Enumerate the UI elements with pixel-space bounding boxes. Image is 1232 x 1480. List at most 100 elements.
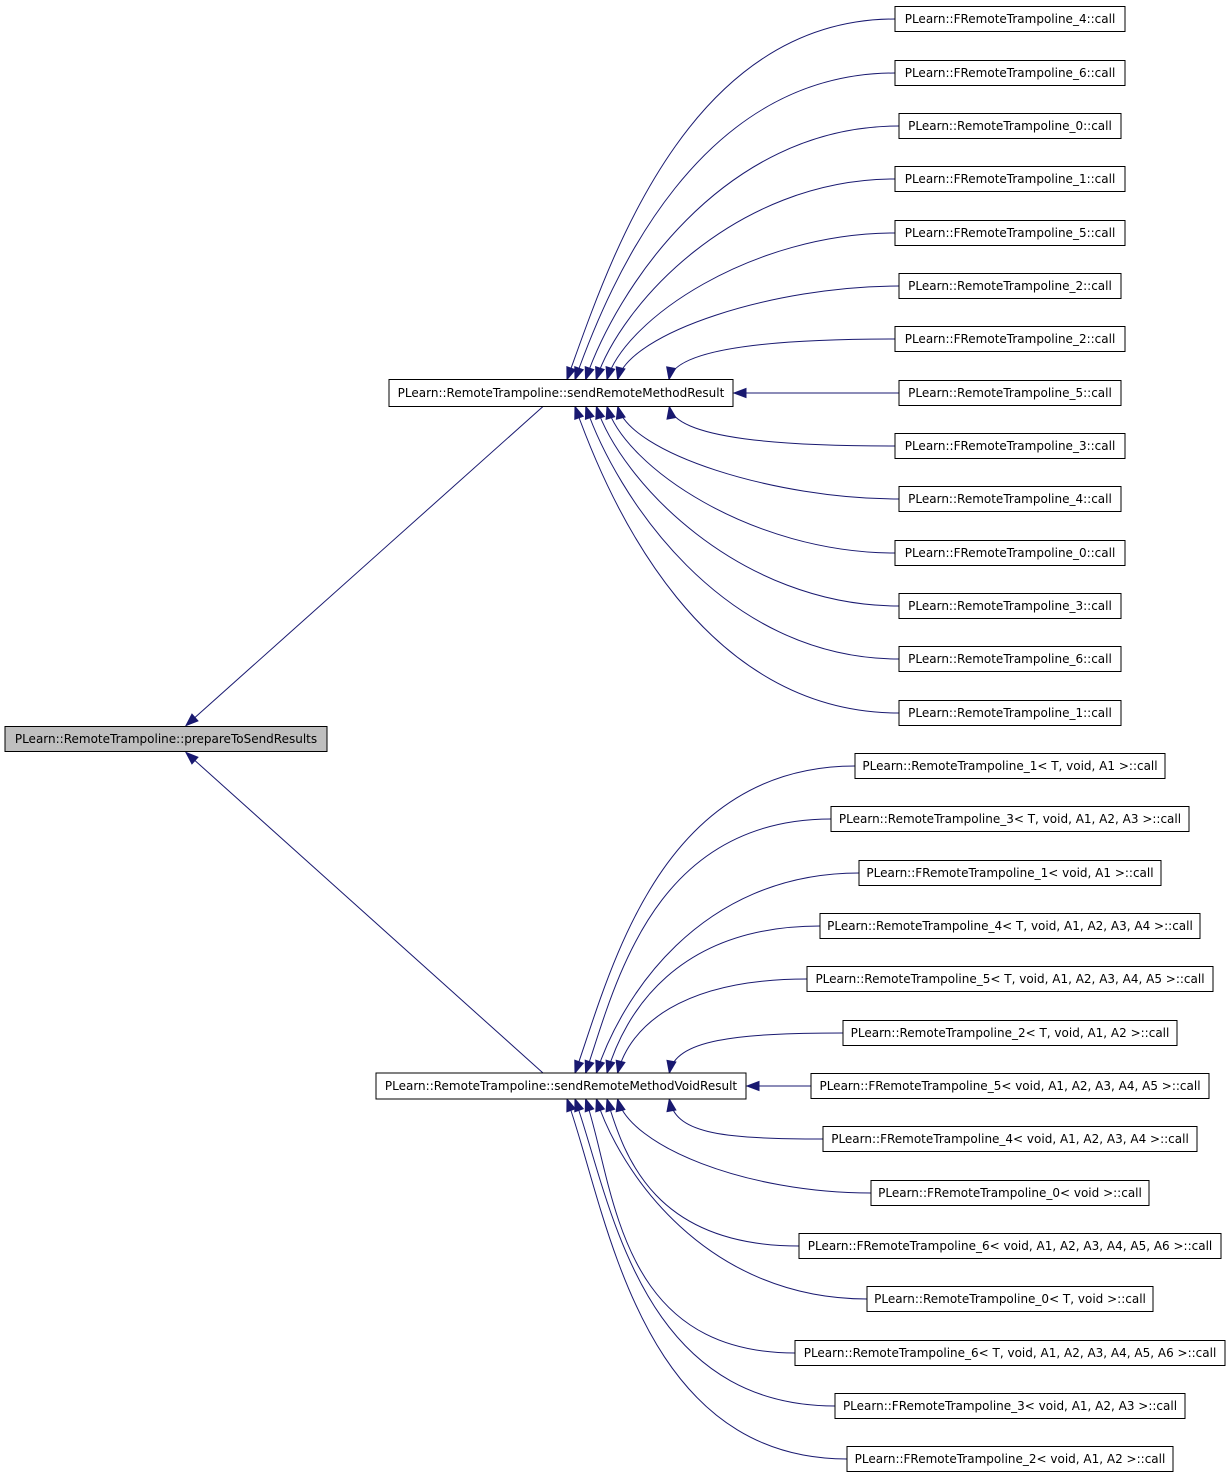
node-plearn-fremotetrampoline-0-void-call[interactable]: PLearn::FRemoteTrampoline_0< void >::cal… (870, 1180, 1150, 1206)
node-box[interactable] (894, 433, 1126, 459)
node-box[interactable] (4, 726, 328, 752)
arrowhead (615, 405, 626, 420)
node-plearn-remotetrampoline-5-t-void-a1-a2-a3-a4-a5-call[interactable]: PLearn::RemoteTrampoline_5< T, void, A1,… (806, 966, 1214, 992)
edge-a11-to-m1 (605, 405, 896, 554)
node-label: PLearn::RemoteTrampoline_3< T, void, A1,… (839, 812, 1181, 826)
node-plearn-remotetrampoline-sendremotemethodresult[interactable]: PLearn::RemoteTrampoline::sendRemoteMeth… (388, 379, 734, 407)
node-box[interactable] (798, 1233, 1222, 1259)
arrowhead (574, 1059, 585, 1075)
node-plearn-fremotetrampoline-2-call[interactable]: PLearn::FRemoteTrampoline_2::call (894, 326, 1126, 352)
node-label: PLearn::FRemoteTrampoline_1::call (905, 172, 1116, 186)
edge-line (595, 872, 860, 1074)
node-plearn-fremotetrampoline-3-call[interactable]: PLearn::FRemoteTrampoline_3::call (894, 433, 1126, 459)
node-plearn-remotetrampoline-0-call[interactable]: PLearn::RemoteTrampoline_0::call (898, 113, 1122, 139)
arrowhead (574, 1097, 585, 1113)
node-plearn-remotetrampoline-preparetosendresults[interactable]: PLearn::RemoteTrampoline::prepareToSendR… (4, 726, 328, 752)
node-plearn-remotetrampoline-3-t-void-a1-a2-a3-call[interactable]: PLearn::RemoteTrampoline_3< T, void, A1,… (830, 806, 1190, 832)
edge-line (566, 18, 896, 380)
node-box[interactable] (894, 6, 1126, 32)
arrowhead (666, 405, 677, 420)
node-box[interactable] (846, 1446, 1174, 1472)
node-box[interactable] (870, 1180, 1150, 1206)
node-label: PLearn::RemoteTrampoline_3::call (908, 599, 1112, 613)
node-plearn-fremotetrampoline-1-void-a1-call[interactable]: PLearn::FRemoteTrampoline_1< void, A1 >:… (858, 860, 1162, 886)
node-box[interactable] (898, 593, 1122, 619)
arrowhead (574, 405, 585, 421)
edge-b11-to-m2 (595, 1097, 868, 1300)
node-plearn-remotetrampoline-0-t-void-call[interactable]: PLearn::RemoteTrampoline_0< T, void >::c… (866, 1286, 1154, 1312)
node-box[interactable] (810, 1073, 1210, 1099)
edges-layer (184, 18, 900, 1460)
node-plearn-fremotetrampoline-5-call[interactable]: PLearn::FRemoteTrampoline_5::call (894, 220, 1126, 246)
node-label: PLearn::RemoteTrampoline::sendRemoteMeth… (385, 1079, 738, 1093)
node-box[interactable] (822, 1126, 1198, 1152)
node-box[interactable] (894, 540, 1126, 566)
arrowhead (605, 1059, 616, 1075)
node-box[interactable] (819, 913, 1201, 939)
node-box[interactable] (898, 486, 1122, 512)
edge-b6-to-m2 (666, 1032, 844, 1075)
node-plearn-remotetrampoline-1-call[interactable]: PLearn::RemoteTrampoline_1::call (898, 700, 1122, 726)
node-plearn-remotetrampoline-1-t-void-a1-call[interactable]: PLearn::RemoteTrampoline_1< T, void, A1 … (854, 753, 1166, 779)
node-box[interactable] (794, 1340, 1226, 1366)
edge-line (617, 1098, 872, 1194)
node-box[interactable] (894, 326, 1126, 352)
node-plearn-fremotetrampoline-6-void-a1-a2-a3-a4-a5-a6-call[interactable]: PLearn::FRemoteTrampoline_6< void, A1, A… (798, 1233, 1222, 1259)
node-label: PLearn::FRemoteTrampoline_2::call (905, 332, 1116, 346)
node-box[interactable] (898, 380, 1122, 406)
node-plearn-remotetrampoline-5-call[interactable]: PLearn::RemoteTrampoline_5::call (898, 380, 1122, 406)
node-plearn-remotetrampoline-2-t-void-a1-a2-call[interactable]: PLearn::RemoteTrampoline_2< T, void, A1,… (842, 1020, 1178, 1046)
node-box[interactable] (806, 966, 1214, 992)
edge-b10-to-m2 (605, 1097, 800, 1247)
arrowhead (666, 366, 677, 381)
node-box[interactable] (894, 166, 1126, 192)
node-label: PLearn::RemoteTrampoline::prepareToSendR… (15, 732, 317, 746)
node-plearn-fremotetrampoline-4-call[interactable]: PLearn::FRemoteTrampoline_4::call (894, 6, 1126, 32)
edge-b4-to-m2 (605, 925, 821, 1075)
edge-line (585, 125, 900, 380)
node-plearn-remotetrampoline-2-call[interactable]: PLearn::RemoteTrampoline_2::call (898, 273, 1122, 299)
node-box[interactable] (830, 806, 1190, 832)
node-plearn-remotetrampoline-sendremotemethodvoidresult[interactable]: PLearn::RemoteTrampoline::sendRemoteMeth… (375, 1072, 747, 1100)
node-label: PLearn::RemoteTrampoline_1< T, void, A1 … (862, 759, 1157, 773)
node-plearn-fremotetrampoline-1-call[interactable]: PLearn::FRemoteTrampoline_1::call (894, 166, 1126, 192)
edge-a6-to-m1 (615, 285, 900, 381)
node-plearn-remotetrampoline-4-t-void-a1-a2-a3-a4-call[interactable]: PLearn::RemoteTrampoline_4< T, void, A1,… (819, 913, 1201, 939)
node-plearn-fremotetrampoline-4-void-a1-a2-a3-a4-call[interactable]: PLearn::FRemoteTrampoline_4< void, A1, A… (822, 1126, 1198, 1152)
node-box[interactable] (898, 273, 1122, 299)
node-box[interactable] (898, 113, 1122, 139)
edge-b14-to-m2 (566, 1097, 848, 1460)
node-box[interactable] (834, 1393, 1186, 1419)
edge-a12-to-m1 (595, 405, 900, 607)
node-label: PLearn::RemoteTrampoline_5::call (908, 386, 1112, 400)
edge-line (595, 1098, 868, 1300)
node-plearn-remotetrampoline-6-call[interactable]: PLearn::RemoteTrampoline_6::call (898, 646, 1122, 672)
node-plearn-remotetrampoline-4-call[interactable]: PLearn::RemoteTrampoline_4::call (898, 486, 1122, 512)
node-box[interactable] (854, 753, 1166, 779)
node-plearn-fremotetrampoline-5-void-a1-a2-a3-a4-a5-call[interactable]: PLearn::FRemoteTrampoline_5< void, A1, A… (810, 1073, 1210, 1099)
node-box[interactable] (866, 1286, 1154, 1312)
edge-a7-to-m1 (666, 338, 896, 381)
arrowhead (615, 1097, 626, 1113)
node-box[interactable] (375, 1072, 747, 1100)
node-plearn-fremotetrampoline-3-void-a1-a2-a3-call[interactable]: PLearn::FRemoteTrampoline_3< void, A1, A… (834, 1393, 1186, 1419)
node-box[interactable] (858, 860, 1162, 886)
node-box[interactable] (894, 220, 1126, 246)
edge-a4-to-m1 (595, 178, 896, 381)
node-box[interactable] (898, 646, 1122, 672)
node-plearn-fremotetrampoline-0-call[interactable]: PLearn::FRemoteTrampoline_0::call (894, 540, 1126, 566)
node-box[interactable] (898, 700, 1122, 726)
node-plearn-fremotetrampoline-2-void-a1-a2-call[interactable]: PLearn::FRemoteTrampoline_2< void, A1, A… (846, 1446, 1174, 1472)
node-box[interactable] (388, 379, 734, 407)
node-plearn-remotetrampoline-3-call[interactable]: PLearn::RemoteTrampoline_3::call (898, 593, 1122, 619)
node-box[interactable] (894, 60, 1126, 86)
nodes-layer: PLearn::RemoteTrampoline::prepareToSendR… (4, 6, 1226, 1472)
edge-line (574, 72, 896, 380)
node-box[interactable] (842, 1020, 1178, 1046)
edge-b9-to-m2 (615, 1097, 872, 1194)
edge-line (668, 338, 896, 380)
node-plearn-remotetrampoline-6-t-void-a1-a2-a3-a4-a5-a6-call[interactable]: PLearn::RemoteTrampoline_6< T, void, A1,… (794, 1340, 1226, 1366)
node-plearn-fremotetrampoline-6-call[interactable]: PLearn::FRemoteTrampoline_6::call (894, 60, 1126, 86)
edge-a8-to-m1 (732, 387, 899, 399)
node-label: PLearn::FRemoteTrampoline_3< void, A1, A… (843, 1399, 1177, 1413)
